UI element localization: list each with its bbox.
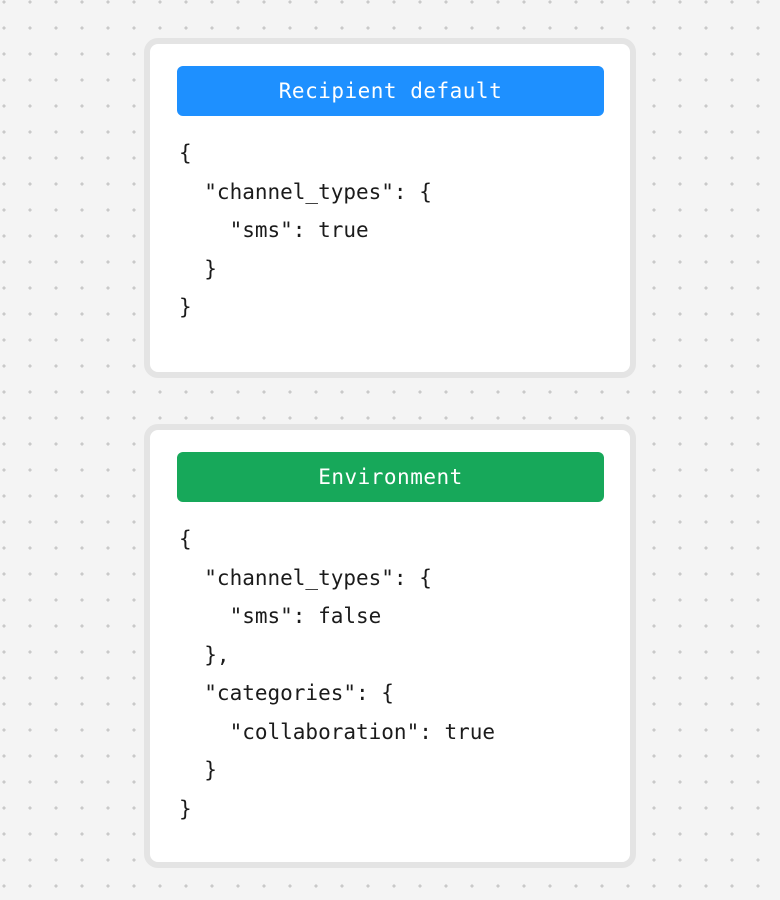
- code-block-recipient-default: { "channel_types": { "sms": true }}: [150, 134, 630, 327]
- code-line: "categories": {: [179, 681, 394, 705]
- card-header-recipient-default: Recipient default: [177, 66, 604, 116]
- code-line: {: [179, 527, 192, 551]
- card-recipient-default: Recipient default { "channel_types": { "…: [144, 38, 636, 378]
- code-line: },: [179, 642, 230, 667]
- code-line: }: [179, 295, 192, 319]
- code-block-environment: { "channel_types": { "sms": false }, "ca…: [150, 520, 630, 828]
- code-line: }: [179, 796, 192, 821]
- card-environment: Environment { "channel_types": { "sms": …: [144, 424, 636, 868]
- code-line: "channel_types": {: [179, 565, 432, 590]
- code-line: "sms": false: [179, 604, 382, 628]
- code-line: }: [179, 256, 217, 281]
- card-header-label: Recipient default: [278, 79, 503, 103]
- code-line: "sms": true: [179, 218, 369, 242]
- card-header-label: Environment: [318, 465, 463, 489]
- code-line: }: [179, 758, 217, 782]
- code-line: "collaboration": true: [179, 719, 496, 744]
- card-header-environment: Environment: [177, 452, 604, 502]
- code-line: {: [179, 141, 192, 165]
- code-line: "channel_types": {: [179, 179, 432, 204]
